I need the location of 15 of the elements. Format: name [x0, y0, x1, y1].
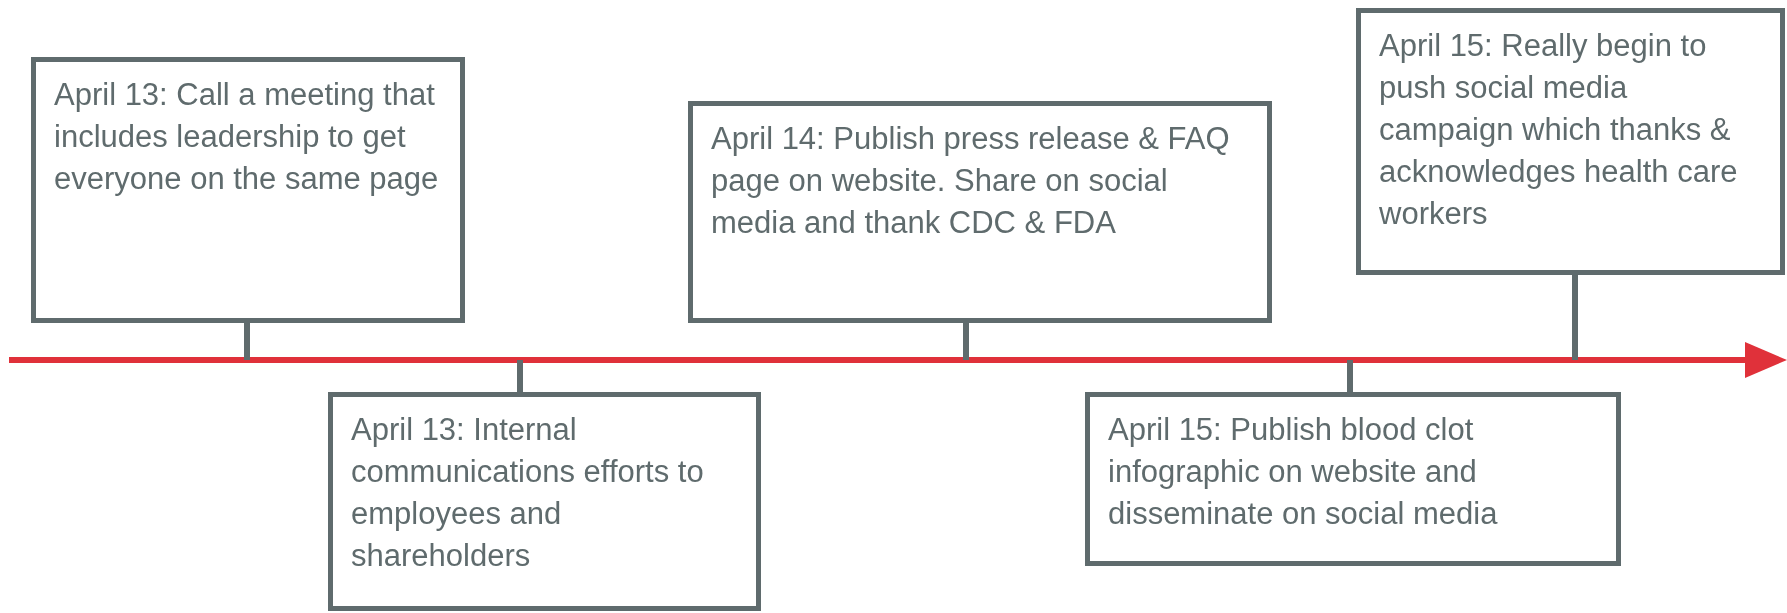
- connector-line: [244, 323, 250, 360]
- connector-line: [1572, 275, 1578, 360]
- connector-line: [517, 360, 523, 392]
- connector-line: [1347, 360, 1353, 392]
- event-box: [1356, 8, 1785, 275]
- event-text: April 15: Publish blood clot infographic on website and disseminate on social media: [1108, 411, 1499, 533]
- event-text: April 15: Really begin to push social media campaign which thanks & acknowledges health care workers: [1379, 27, 1739, 233]
- event-box: [328, 392, 761, 611]
- event-box: [31, 57, 465, 323]
- event-text: April 13: Internal communications efforts to employees and shareholders: [351, 411, 705, 575]
- event-box: [1085, 392, 1621, 566]
- event-box: [688, 101, 1272, 323]
- event-text: April 14: Publish press release & FAQ page on website. Share on social media and thank CDC & FDA: [711, 120, 1231, 242]
- event-text: April 13: Call a meeting that includes leadership to get everyone on the same page: [54, 76, 440, 198]
- connector-line: [963, 323, 969, 360]
